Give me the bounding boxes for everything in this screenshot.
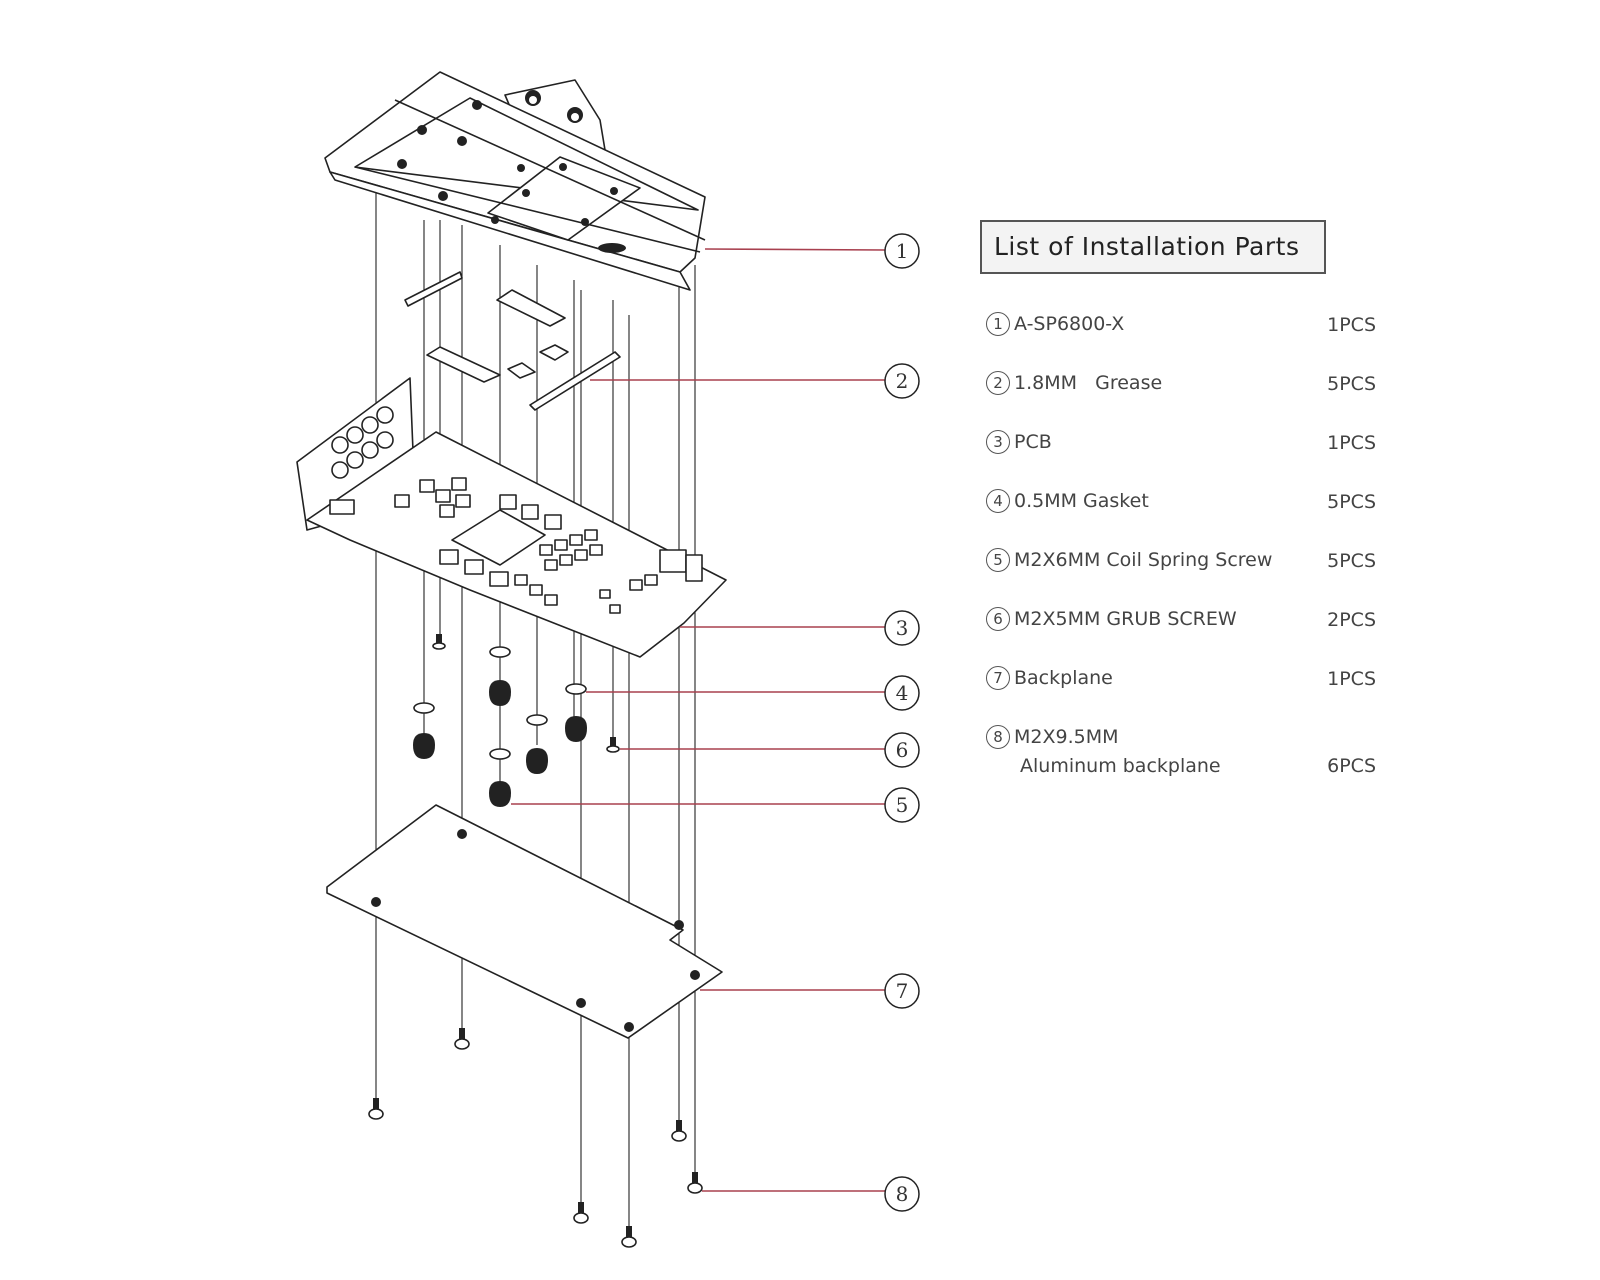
callout-2: 2 [884,363,920,399]
callout-2-label: 2 [896,369,909,393]
part-name: M2X6MM Coil Spring Screw [1014,549,1273,571]
part-name: Backplane [1014,667,1113,689]
part-number-badge: 8 [986,725,1010,749]
callout-8-label: 8 [896,1182,909,1206]
pcb [296,377,727,658]
leader-lines [511,248,886,1192]
part-number-badge: 2 [986,371,1010,395]
part-number-badge: 1 [986,312,1010,336]
part-quantity: 6PCS [1327,755,1376,777]
callout-8: 8 [884,1176,920,1212]
part-quantity: 1PCS [1327,314,1376,336]
callout-1-label: 1 [896,239,909,263]
part-name: M2X5MM GRUB SCREW [1014,608,1237,630]
part-quantity: 1PCS [1327,668,1376,690]
part-quantity: 5PCS [1327,373,1376,395]
part-number-badge: 4 [986,489,1010,513]
callout-3-label: 3 [896,616,909,640]
callout-6-label: 6 [896,738,909,762]
part-quantity: 2PCS [1327,609,1376,631]
backplate-screws [368,1028,703,1248]
fasteners [413,634,620,807]
part-number-badge: 7 [986,666,1010,690]
part-name: PCB [1014,431,1052,453]
callout-5-label: 5 [896,793,909,817]
callout-6: 6 [884,732,920,768]
part-name: M2X9.5MM [1014,726,1119,748]
part-number-badge: 3 [986,430,1010,454]
part-quantity: 5PCS [1327,491,1376,513]
part-quantity: 5PCS [1327,550,1376,572]
callout-7-label: 7 [896,979,909,1003]
io-bracket [331,406,394,479]
part-subtitle: Aluminum backplane [1020,755,1221,777]
part-number-badge: 6 [986,607,1010,631]
callout-4-label: 4 [896,681,909,705]
part-name: A-SP6800-X [1014,313,1125,335]
callout-4: 4 [884,675,920,711]
parts-list-title: List of Installation Parts [980,220,1326,274]
part-name: 0.5MM Gasket [1014,490,1149,512]
water-block [324,71,706,291]
callout-5: 5 [884,787,920,823]
part-name: 1.8MM Grease [1014,372,1163,394]
pcb-components [329,477,703,614]
callout-3: 3 [884,610,920,646]
callout-7: 7 [884,973,920,1009]
part-quantity: 1PCS [1327,432,1376,454]
part-number-badge: 5 [986,548,1010,572]
thermal-pads [404,271,621,411]
callout-1: 1 [884,233,920,269]
backplate [326,804,723,1039]
